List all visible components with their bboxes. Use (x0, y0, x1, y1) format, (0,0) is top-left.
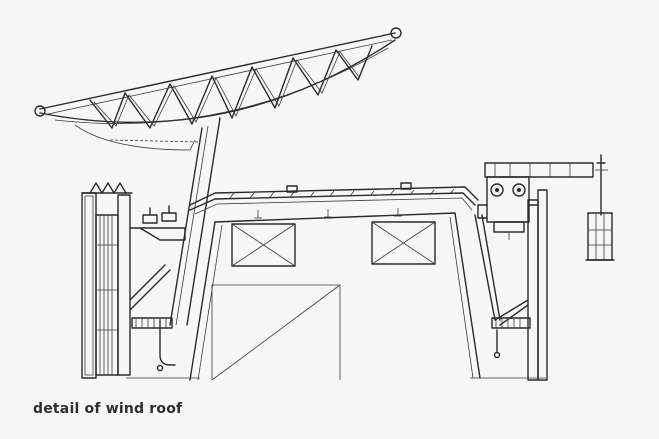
roof-deck (189, 182, 479, 219)
hanging-gondola (585, 154, 615, 261)
vent-box-left (231, 223, 296, 267)
vent-box-right (371, 221, 436, 265)
building-shell (189, 212, 481, 381)
wind-roof-truss (34, 27, 402, 151)
truss-end-node (390, 27, 402, 39)
roof-winch-assembly (477, 162, 594, 240)
drawing-caption: detail of wind roof (33, 401, 183, 417)
inclined-mast (169, 117, 221, 326)
truss-end-node (34, 105, 46, 117)
left-facade (81, 182, 186, 379)
right-facade (474, 189, 548, 381)
